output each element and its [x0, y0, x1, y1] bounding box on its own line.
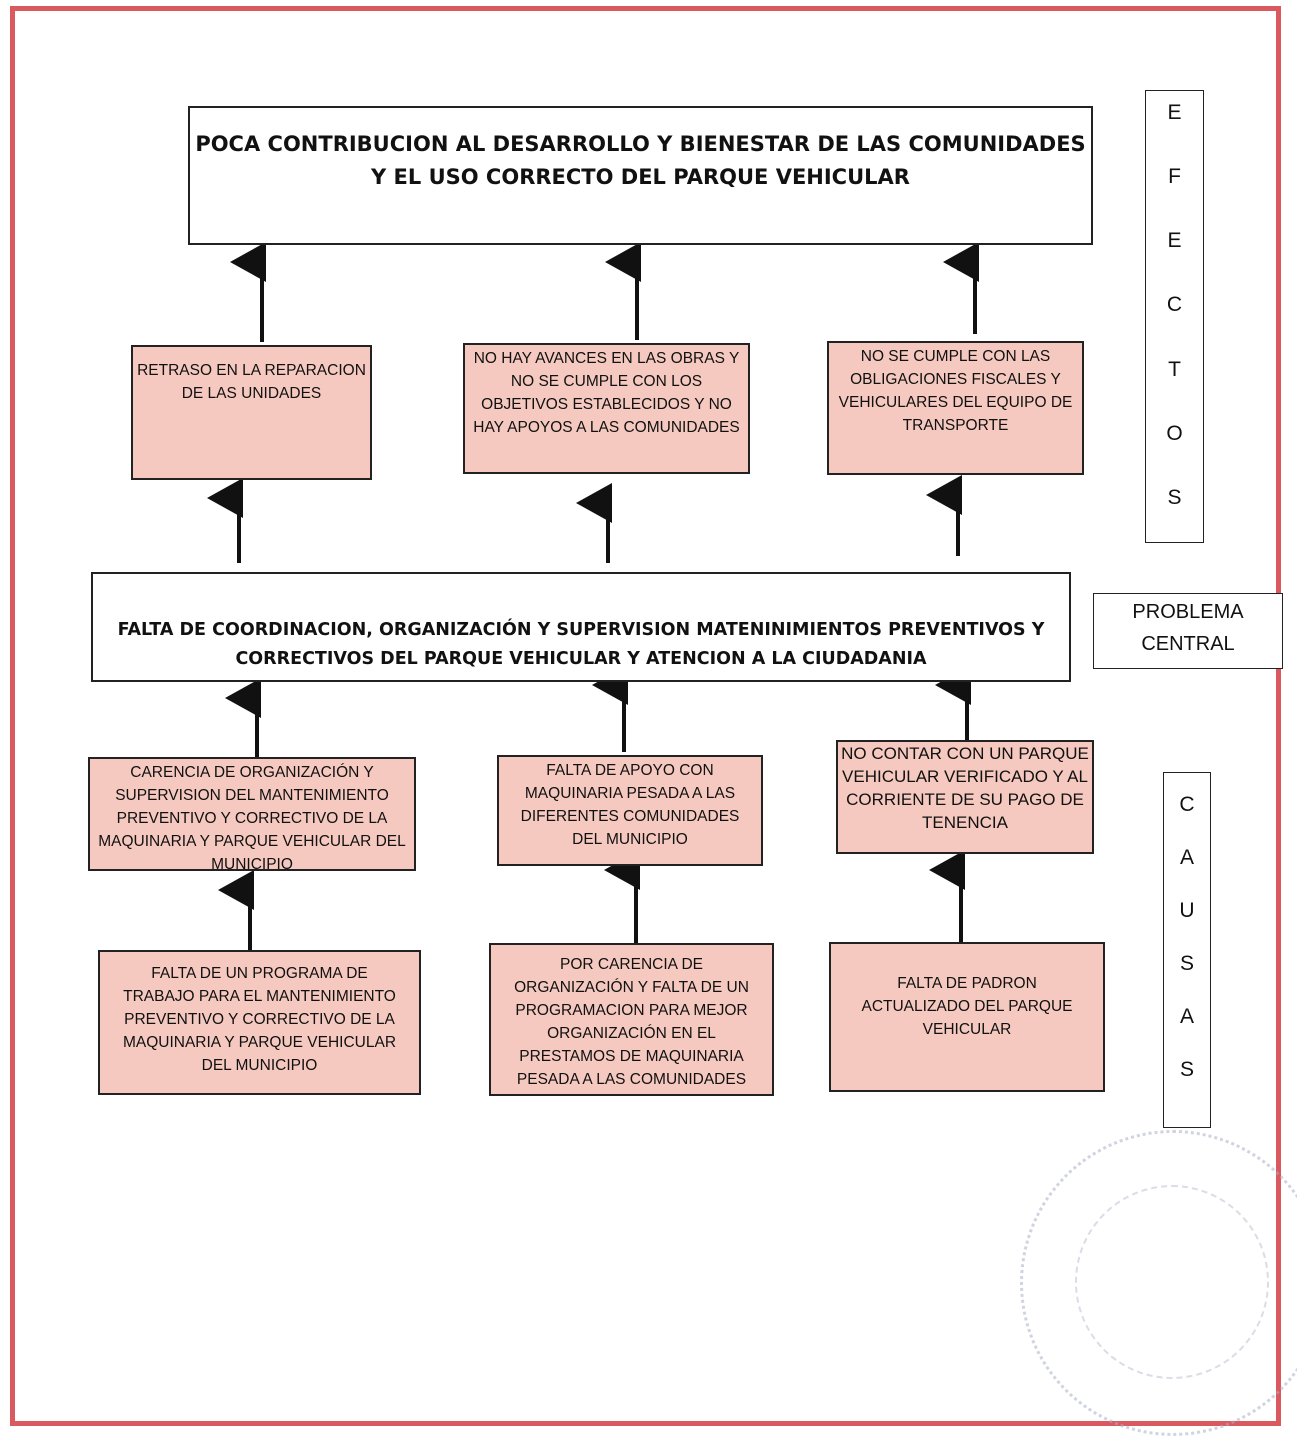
- efectos-letter: E: [1167, 101, 1182, 124]
- root-cause-box-1: FALTA DE UN PROGRAMA DE TRABAJO PARA EL …: [98, 950, 421, 1095]
- causas-letter: U: [1179, 899, 1195, 922]
- effect-box-1: RETRASO EN LA REPARACION DE LAS UNIDADES: [131, 345, 372, 480]
- central-problem-text: FALTA DE COORDINACION, ORGANIZACIÓN Y SU…: [117, 620, 1045, 669]
- problema-central-text: PROBLEMA CENTRAL: [1132, 601, 1244, 655]
- efectos-letter: E: [1167, 229, 1182, 253]
- root-cause-box-3: FALTA DE PADRON ACTUALIZADO DEL PARQUE V…: [829, 942, 1105, 1092]
- problema-central-label: PROBLEMA CENTRAL: [1093, 593, 1283, 669]
- effect-box-2: NO HAY AVANCES EN LAS OBRAS Y NO SE CUMP…: [463, 343, 750, 474]
- root-cause-box-2: POR CARENCIA DE ORGANIZACIÓN Y FALTA DE …: [489, 943, 774, 1096]
- effect-box-3: NO SE CUMPLE CON LAS OBLIGACIONES FISCAL…: [827, 341, 1084, 475]
- page-frame: [10, 6, 1281, 1426]
- cause-box-1: CARENCIA DE ORGANIZACIÓN Y SUPERVISION D…: [88, 757, 416, 873]
- cause-box-2: FALTA DE APOYO CON MAQUINARIA PESADA A L…: [497, 755, 763, 866]
- central-problem-box: FALTA DE COORDINACION, ORGANIZACIÓN Y SU…: [91, 572, 1071, 682]
- main-effect-box: POCA CONTRIBUCION AL DESARROLLO Y BIENES…: [188, 106, 1093, 245]
- seal-stamp: [1020, 1130, 1297, 1436]
- causas-letter: A: [1179, 1005, 1194, 1028]
- root-cause-text-3: FALTA DE PADRON ACTUALIZADO DEL PARQUE V…: [861, 975, 1073, 1038]
- seal-stamp-inner: [1075, 1185, 1269, 1379]
- root-cause-text-2: POR CARENCIA DE ORGANIZACIÓN Y FALTA DE …: [514, 956, 749, 1088]
- root-cause-text-1: FALTA DE UN PROGRAMA DE TRABAJO PARA EL …: [122, 965, 397, 1074]
- efectos-letter: T: [1168, 357, 1181, 381]
- effect-text-1: RETRASO EN LA REPARACION DE LAS UNIDADES: [137, 362, 366, 402]
- cause-text-3: NO CONTAR CON UN PARQUE VEHICULAR VERIFI…: [841, 744, 1089, 832]
- efectos-letter: O: [1166, 421, 1183, 445]
- efectos-letter: F: [1168, 165, 1181, 189]
- cause-box-3: NO CONTAR CON UN PARQUE VEHICULAR VERIFI…: [836, 740, 1094, 854]
- efectos-letter: C: [1166, 293, 1183, 317]
- efectos-label: E F E C T O S: [1145, 90, 1204, 543]
- cause-text-1: CARENCIA DE ORGANIZACIÓN Y SUPERVISION D…: [98, 764, 406, 873]
- effect-text-2: NO HAY AVANCES EN LAS OBRAS Y NO SE CUMP…: [473, 350, 740, 436]
- cause-text-2: FALTA DE APOYO CON MAQUINARIA PESADA A L…: [520, 762, 740, 848]
- effect-text-3: NO SE CUMPLE CON LAS OBLIGACIONES FISCAL…: [838, 348, 1073, 434]
- efectos-letter: S: [1167, 485, 1182, 509]
- main-effect-text: POCA CONTRIBUCION AL DESARROLLO Y BIENES…: [195, 132, 1086, 189]
- causas-letter: S: [1179, 1058, 1194, 1081]
- causas-label: C A U S A S: [1163, 772, 1211, 1128]
- causas-letter: A: [1179, 846, 1194, 869]
- causas-letter: C: [1179, 793, 1195, 816]
- causas-letter: S: [1179, 952, 1194, 975]
